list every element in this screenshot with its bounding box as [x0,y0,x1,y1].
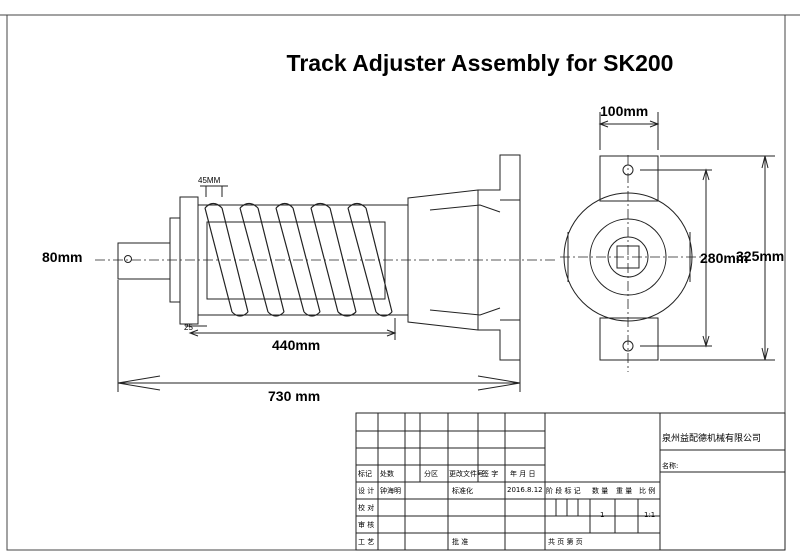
dim-overall-length: 730 mm [268,388,321,404]
rev-header-6: 年 月 日 [510,470,536,478]
rev-header-2: 处数 [380,470,394,478]
row-review: 审 核 [358,521,375,529]
dim-bore: 280mm [700,250,749,266]
scale: 1:1 [644,511,656,519]
dim-bracket-width: 100mm [600,103,649,119]
top-lug [599,155,659,202]
stage-header-4: 比 例 [639,487,656,495]
company-name: 泉州益配德机械有限公司 [662,434,762,444]
rev-header-3: 分区 [424,470,438,478]
standardization: 标准化 [452,487,473,495]
rev-header-1: 标记 [358,470,372,478]
rev-header-4: 更改文件号 [449,470,484,478]
yoke [407,154,521,361]
bottom-lug-hole [622,340,634,352]
row-check: 校 对 [358,504,375,512]
row-design: 设 计 [358,487,375,495]
drawing-title: Track Adjuster Assembly for SK200 [286,50,674,76]
piston-rod [117,242,171,280]
rev-header-5: 签 字 [482,470,499,478]
designer-name: 钟海明 [380,487,401,495]
hub-outer [589,218,667,296]
dim-pitch: 45MM [198,176,221,185]
side-view [95,154,555,392]
drawing-name-label: 名称: [662,462,679,470]
inner-cylinder [206,221,386,300]
stage-header-1: 阶 段 标 记 [546,487,581,495]
dim-small: 25 [184,323,193,332]
hub-bore [616,245,640,269]
row-process: 工 艺 [358,538,375,546]
dim-spring-length: 440mm [272,337,321,353]
end-disc [563,192,693,322]
dim-spring-width: 80mm [42,249,83,265]
title-block-grid [355,412,786,551]
hub-inner [607,236,649,278]
sheet-count: 共 页 第 页 [548,538,583,546]
top-lug-hole [622,164,634,176]
rod-hole [124,255,132,263]
stage-header-3: 重 量 [616,487,633,495]
stage-header-2: 数 量 [592,487,609,495]
front-plate [179,196,199,325]
end-view [560,112,775,372]
quantity: 1 [600,511,605,519]
spring-coils [204,202,393,317]
dim-height: 325mm [736,248,785,264]
design-date: 2016.8.12 [507,486,543,494]
approve: 批 准 [452,538,469,546]
bottom-lug [599,317,659,361]
